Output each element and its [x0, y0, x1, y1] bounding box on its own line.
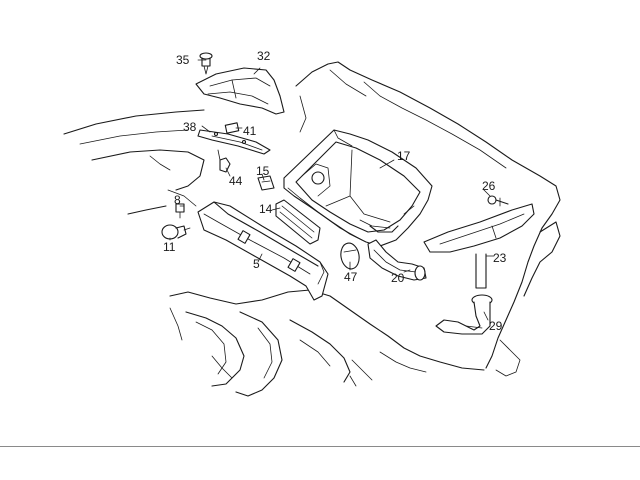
part-29-pipe[interactable] [435, 294, 493, 335]
part-41-clip[interactable] [224, 122, 240, 134]
callout-26: 26 [482, 179, 496, 193]
callout-5: 5 [253, 257, 260, 271]
callout-47: 47 [344, 270, 358, 284]
callout-38: 38 [183, 120, 197, 134]
callout-44: 44 [229, 174, 243, 188]
part-8-clip[interactable] [175, 203, 185, 219]
part-35-screw[interactable] [199, 52, 213, 75]
part-26-bolt[interactable] [487, 195, 509, 207]
callout-labels: 35 32 38 41 17 15 44 26 8 14 11 5 47 20 … [163, 49, 507, 333]
callout-20: 20 [391, 271, 405, 285]
callout-35: 35 [176, 53, 190, 67]
callout-29: 29 [489, 319, 503, 333]
part-47-grommet[interactable] [339, 242, 361, 271]
callout-14: 14 [259, 202, 273, 216]
part-23-bracket[interactable] [423, 203, 535, 289]
part-17-tray[interactable] [283, 129, 433, 247]
callout-23: 23 [493, 251, 507, 265]
footer-divider [0, 446, 640, 447]
callout-32: 32 [257, 49, 271, 63]
part-11-plug[interactable] [161, 224, 191, 240]
vehicle-body-outline [63, 61, 561, 397]
callout-8: 8 [174, 193, 181, 207]
part-32-cover-panel[interactable] [195, 67, 285, 115]
part-14-channel[interactable] [275, 199, 321, 245]
callout-11: 11 [163, 240, 176, 254]
part-38-bracket[interactable] [197, 129, 271, 155]
part-15-clip[interactable] [257, 175, 275, 191]
callout-41: 41 [243, 124, 257, 138]
callout-15: 15 [256, 164, 270, 178]
part-44-retainer[interactable] [217, 149, 231, 173]
callout-17: 17 [397, 149, 411, 163]
leader-lines [169, 59, 495, 321]
part-5-duct[interactable] [197, 201, 329, 301]
